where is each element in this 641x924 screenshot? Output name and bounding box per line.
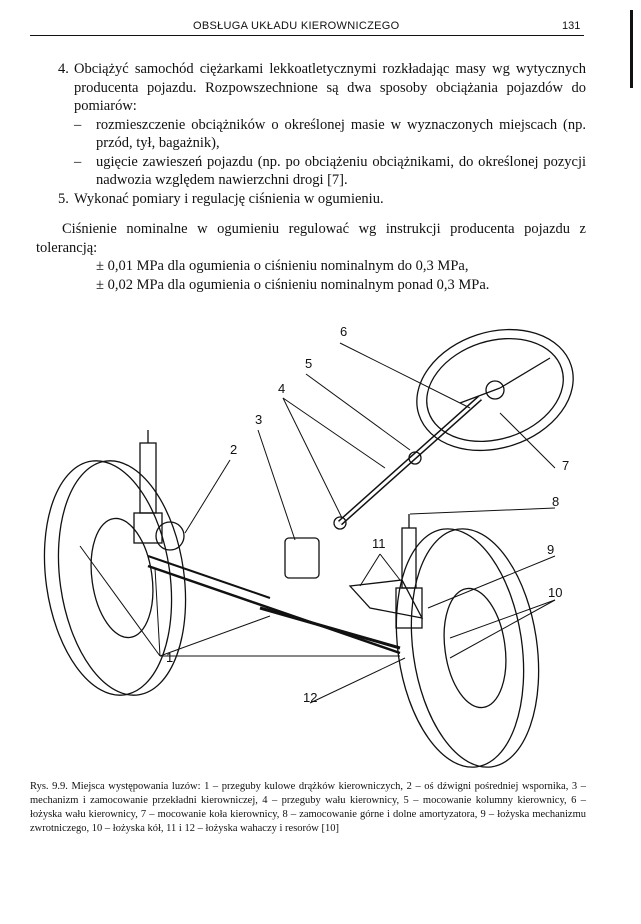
steering-system-figure: 1 2 3 4 5 6 7 8 9 10 11 12 [43, 324, 574, 768]
callout-2: 2 [230, 442, 237, 457]
running-header-title: OBSŁUGA UKŁADU KIEROWNICZEGO [193, 20, 400, 32]
sub-item-text: rozmieszczenie obciążników o określonej … [96, 116, 586, 152]
list-item: 5. Wykonać pomiary i regulację ciśnienia… [36, 190, 586, 209]
tolerance-line: ± 0,02 MPa dla ogumienia o ciśnieniu nom… [96, 276, 490, 293]
callout-1: 1 [166, 650, 173, 665]
callout-7: 7 [562, 458, 569, 473]
callout-10: 10 [548, 585, 562, 600]
callout-4: 4 [278, 381, 285, 396]
right-shock-drawing [395, 514, 423, 629]
list-text: Obciążyć samochód ciężarkami lekkoatlety… [74, 61, 586, 114]
figure-caption: Rys. 9.9. Miejsca występowania luzów: 1 … [30, 781, 586, 834]
sub-item: – rozmieszczenie obciążników o określone… [36, 116, 586, 153]
page-edge-bar [630, 10, 633, 88]
dash-marker: – [74, 116, 82, 133]
list-number: 4. [58, 61, 69, 77]
callout-6: 6 [340, 324, 347, 339]
page-number: 131 [562, 20, 581, 32]
callout-12: 12 [303, 690, 317, 705]
left-shock-drawing [133, 430, 163, 544]
tolerance-line: ± 0,01 MPa dla ogumienia o ciśnieniu nom… [96, 258, 469, 274]
body-text: 4. Obciążyć samochód ciężarkami lekkoatl… [36, 60, 586, 294]
callout-5: 5 [305, 356, 312, 371]
dash-marker: – [74, 153, 82, 170]
callout-9: 9 [547, 542, 554, 557]
callout-3: 3 [255, 412, 262, 427]
right-wheel-drawing [395, 528, 540, 768]
list-text: Wykonać pomiary i regulację ciśnienia w … [74, 190, 384, 207]
header-rule [30, 35, 584, 36]
steering-wheel-drawing [416, 328, 574, 452]
callout-8: 8 [552, 494, 559, 509]
list-number: 5. [58, 190, 69, 207]
left-wheel-drawing [43, 460, 187, 696]
paragraph: Ciśnienie nominalne w ogumieniu regulowa… [36, 221, 586, 256]
sub-item: – ugięcie zawieszeń pojazdu (np. po obci… [36, 153, 586, 190]
sub-item-text: ugięcie zawieszeń pojazdu (np. po obciąż… [96, 153, 586, 189]
list-item: 4. Obciążyć samochód ciężarkami lekkoatl… [36, 60, 586, 116]
callout-11: 11 [372, 536, 386, 551]
